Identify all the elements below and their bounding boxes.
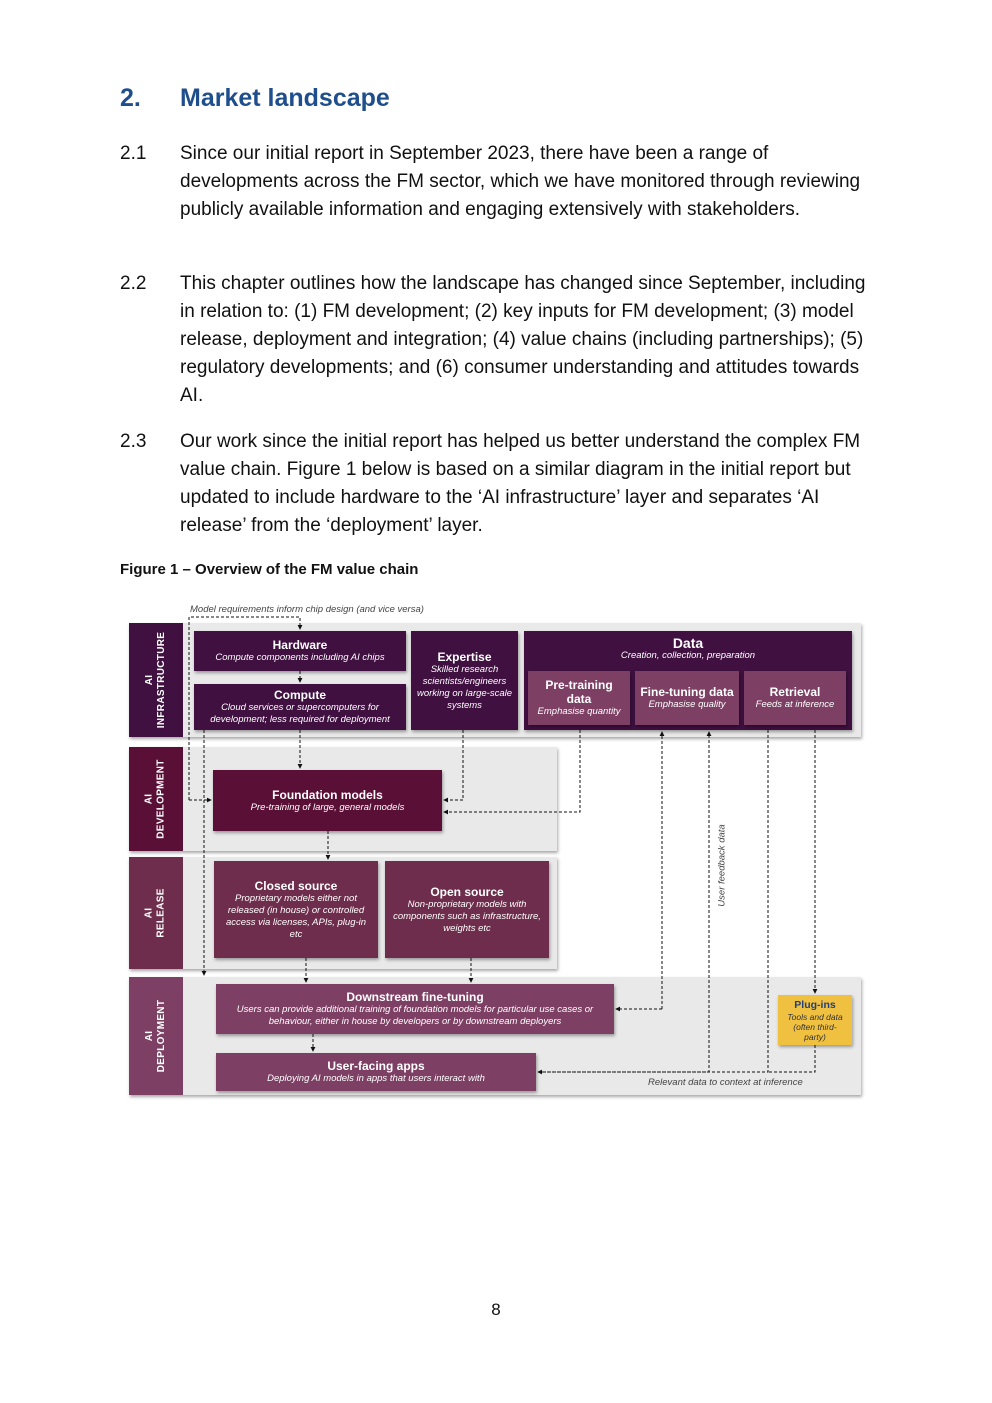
layer-label-development: AI DEVELOPMENT [129, 747, 183, 851]
closed-source-box: Closed source Proprietary models either … [214, 861, 378, 958]
development-band [129, 747, 557, 851]
paragraph-number: 2.2 [120, 273, 147, 294]
downstream-finetuning-box: Downstream fine-tuning Users can provide… [216, 984, 614, 1034]
feedback-annotation: User feedback data [716, 824, 728, 907]
paragraph-2-3: 2.3 Our work since the initial report ha… [120, 428, 880, 540]
pretraining-title: Pre-training data [545, 678, 613, 706]
expertise-box: Expertise Skilled research scientists/en… [411, 631, 518, 730]
downstream-title: Downstream fine-tuning [346, 990, 484, 1004]
foundation-sub: Pre-training of large, general models [250, 801, 405, 813]
layer-label-release: AI RELEASE [129, 857, 183, 969]
closed-sub: Proprietary models either not released (… [225, 892, 367, 940]
page-number: 8 [491, 1300, 501, 1319]
paragraph-text: This chapter outlines how the landscape … [180, 273, 866, 406]
plugins-box: Plug-ins Tools and data (often third-par… [778, 995, 852, 1045]
user-facing-apps-box: User-facing apps Deploying AI models in … [216, 1053, 536, 1091]
layer-label-deployment: AI DEPLOYMENT [129, 977, 183, 1095]
retrieval-to-apps-arrow [537, 730, 769, 1075]
closed-title: Closed source [254, 878, 338, 893]
expertise-sub: Skilled research scientists/engineers wo… [416, 663, 513, 711]
downstream-sub: Users can provide additional training of… [236, 1004, 594, 1027]
data-title: Data [672, 635, 704, 651]
infrastructure-band [129, 623, 861, 737]
open-sub: Non-proprietary models with components s… [393, 898, 541, 934]
hardware-title: Hardware [272, 638, 328, 652]
data-sub: Creation, collection, preparation [620, 650, 756, 661]
userapps-sub: Deploying AI models in apps that users i… [267, 1073, 485, 1084]
data-box: Data Creation, collection, preparation [524, 631, 852, 730]
hardware-sub: Compute components including AI chips [215, 652, 385, 663]
foundation-title: Foundation models [272, 787, 383, 802]
retrieval-sub: Feeds at inference [755, 699, 835, 710]
section-number: 2. [120, 84, 141, 112]
retrieval-box: Retrieval Feeds at inference [744, 671, 846, 725]
compute-sub: Cloud services or supercomputers for dev… [210, 702, 390, 725]
expertise-to-foundation-arrow [443, 730, 464, 803]
plugins-title: Plug-ins [794, 999, 836, 1011]
compute-title: Compute [274, 688, 326, 702]
compute-box: Compute Cloud services or supercomputers… [194, 684, 406, 730]
paragraph-number: 2.3 [120, 431, 147, 452]
userapps-title: User-facing apps [327, 1059, 425, 1073]
open-title: Open source [430, 884, 504, 899]
paragraph-2-1: 2.1 Since our initial report in Septembe… [120, 140, 880, 224]
layer-label-infrastructure: AI INFRASTRUCTURE [129, 623, 183, 737]
pretraining-sub: Emphasise quantity [537, 706, 621, 717]
chip-design-annotation: Model requirements inform chip design (a… [190, 604, 424, 615]
chip-design-loop-arrow [188, 616, 303, 800]
figure-caption: Figure 1 – Overview of the FM value chai… [120, 561, 419, 578]
finetuning-data-box: Fine-tuning data Emphasise quality [635, 671, 739, 725]
release-band [129, 857, 557, 969]
plugins-sub: Tools and data (often third-party) [787, 1012, 843, 1042]
open-source-box: Open source Non-proprietary models with … [385, 861, 549, 958]
foundation-models-box: Foundation models Pre-training of large,… [213, 770, 442, 831]
user-feedback-arrow [538, 731, 712, 1073]
finetuning-data-title: Fine-tuning data [640, 685, 734, 699]
deployment-band [129, 977, 861, 1095]
plugins-to-apps-line [768, 1045, 816, 1073]
finetuning-data-sub: Emphasise quality [648, 699, 726, 710]
paragraph-text: Our work since the initial report has he… [180, 431, 861, 536]
section-title: Market landscape [180, 84, 390, 112]
pretraining-to-foundation-arrow [443, 730, 581, 815]
expertise-title: Expertise [437, 649, 492, 664]
paragraph-2-2: 2.2 This chapter outlines how the landsc… [120, 270, 880, 410]
hardware-box: Hardware Compute components including AI… [194, 631, 406, 671]
retrieval-title: Retrieval [769, 685, 821, 699]
paragraph-number: 2.1 [120, 143, 147, 164]
paragraph-text: Since our initial report in September 20… [180, 143, 861, 220]
pretraining-data-box: Pre-training data Emphasise quantity [528, 671, 630, 725]
context-annotation: Relevant data to context at inference [648, 1077, 803, 1088]
